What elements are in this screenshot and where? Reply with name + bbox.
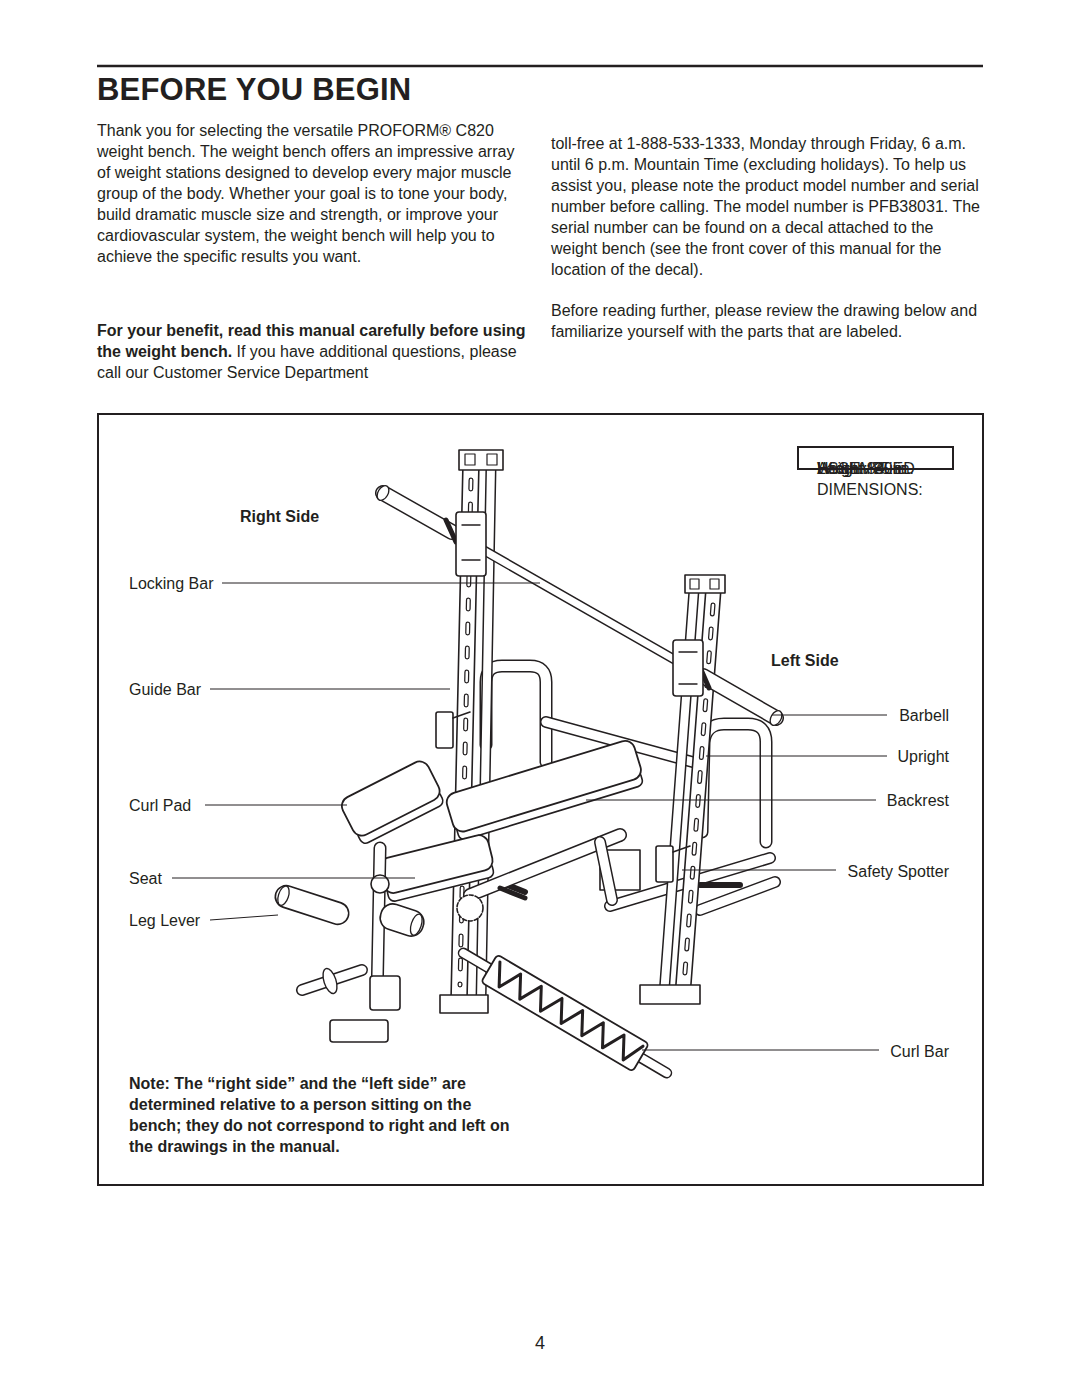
page-number: 4 [500,1333,580,1354]
carriage [456,512,486,576]
upright [459,450,503,470]
rear-frame [702,724,766,842]
leg-lever [377,901,427,939]
leg-lever [272,848,426,1042]
text-paragraph: For your benefit, read this manual caref… [97,320,527,383]
bench-frame [457,895,483,921]
part-label: Locking Bar [127,573,216,594]
leader-lines [772,715,887,716]
curl-bar [489,962,643,1065]
note-text: Note: The “right side” and the “left sid… [129,1073,521,1157]
barbell [383,493,452,532]
backrest-pad [444,738,643,834]
backrest-pad [444,738,645,841]
leader-lines [586,800,876,801]
upright [440,995,488,1013]
upright [640,575,725,1004]
weight-bench [272,450,784,1087]
rear-frame [500,882,740,892]
leader-lines [210,915,278,920]
part-label: Barbell [897,705,951,726]
barbell [703,676,776,718]
leg-lever [272,883,351,927]
leader-lines [222,583,540,584]
barbell [703,676,776,718]
rear-frame [702,724,766,842]
title-rule [97,65,983,68]
part-label: Curl Pad [127,795,193,816]
part-label: Curl Bar [888,1041,951,1062]
leader-lines [210,689,450,690]
curl-bar [481,955,649,1072]
dimension-value: Length: 30 in. [817,458,914,479]
leader-lines [172,583,887,1050]
carriage [436,712,453,748]
bench-frame [600,842,612,900]
part-label: Leg Lever [127,910,202,931]
upright [640,985,700,1004]
curl-bar [463,953,666,1073]
carriage [679,652,697,684]
barbell [450,531,705,677]
rear-frame [486,666,546,762]
leg-lever [377,901,427,939]
curl-pad [338,758,443,839]
carriage [462,525,480,560]
leader-lines [682,870,836,871]
barbell [383,493,452,532]
figure-frame: Note: The “right side” and the “left sid… [97,413,984,1186]
part-label: Upright [895,746,951,767]
leg-lever [320,967,339,995]
rear-frame [486,666,546,762]
body-paragraph: Before reading further, please review th… [551,300,983,342]
curl-bar [455,939,675,1086]
barbell [768,709,785,728]
leader-lines [706,756,887,757]
side-heading: Right Side [238,506,321,527]
leg-lever [408,913,424,937]
barbell [450,531,705,677]
seat-pad [377,833,496,903]
side-heading: Left Side [769,650,841,671]
bench-frame [500,888,525,898]
curl-bar [463,953,666,1073]
part-label: Safety Spotter [846,861,951,882]
leg-lever [370,976,400,1010]
leg-lever [272,883,351,927]
bench-frame [600,842,612,900]
upright [685,575,725,593]
carriage [673,640,703,696]
body-paragraph: toll-free at 1-888-533-1333, Monday thro… [551,133,983,280]
leader-lines [205,805,347,806]
upright [710,579,719,589]
dimensions-box: ASSEMBLED DIMENSIONS:Height: 75 in.Width… [797,446,954,470]
page-title: BEFORE YOU BEGIN [97,70,411,110]
upright [690,579,699,589]
carriage [436,512,703,882]
seat-pad [377,833,494,895]
part-label: Guide Bar [127,679,203,700]
upright [487,454,497,465]
body-paragraph: Thank you for selecting the versatile PR… [97,120,527,267]
leg-lever [276,885,292,907]
upright [465,454,475,465]
carriage [656,846,673,882]
curl-pad [338,758,446,846]
leader-lines [172,878,415,879]
leader-lines [642,1050,879,1051]
barbell [375,484,785,728]
part-label: Backrest [885,790,951,811]
part-label: Seat [127,868,164,889]
carriage [453,712,470,718]
carriage [673,846,690,852]
leg-lever [330,1020,388,1042]
barbell [375,484,392,503]
